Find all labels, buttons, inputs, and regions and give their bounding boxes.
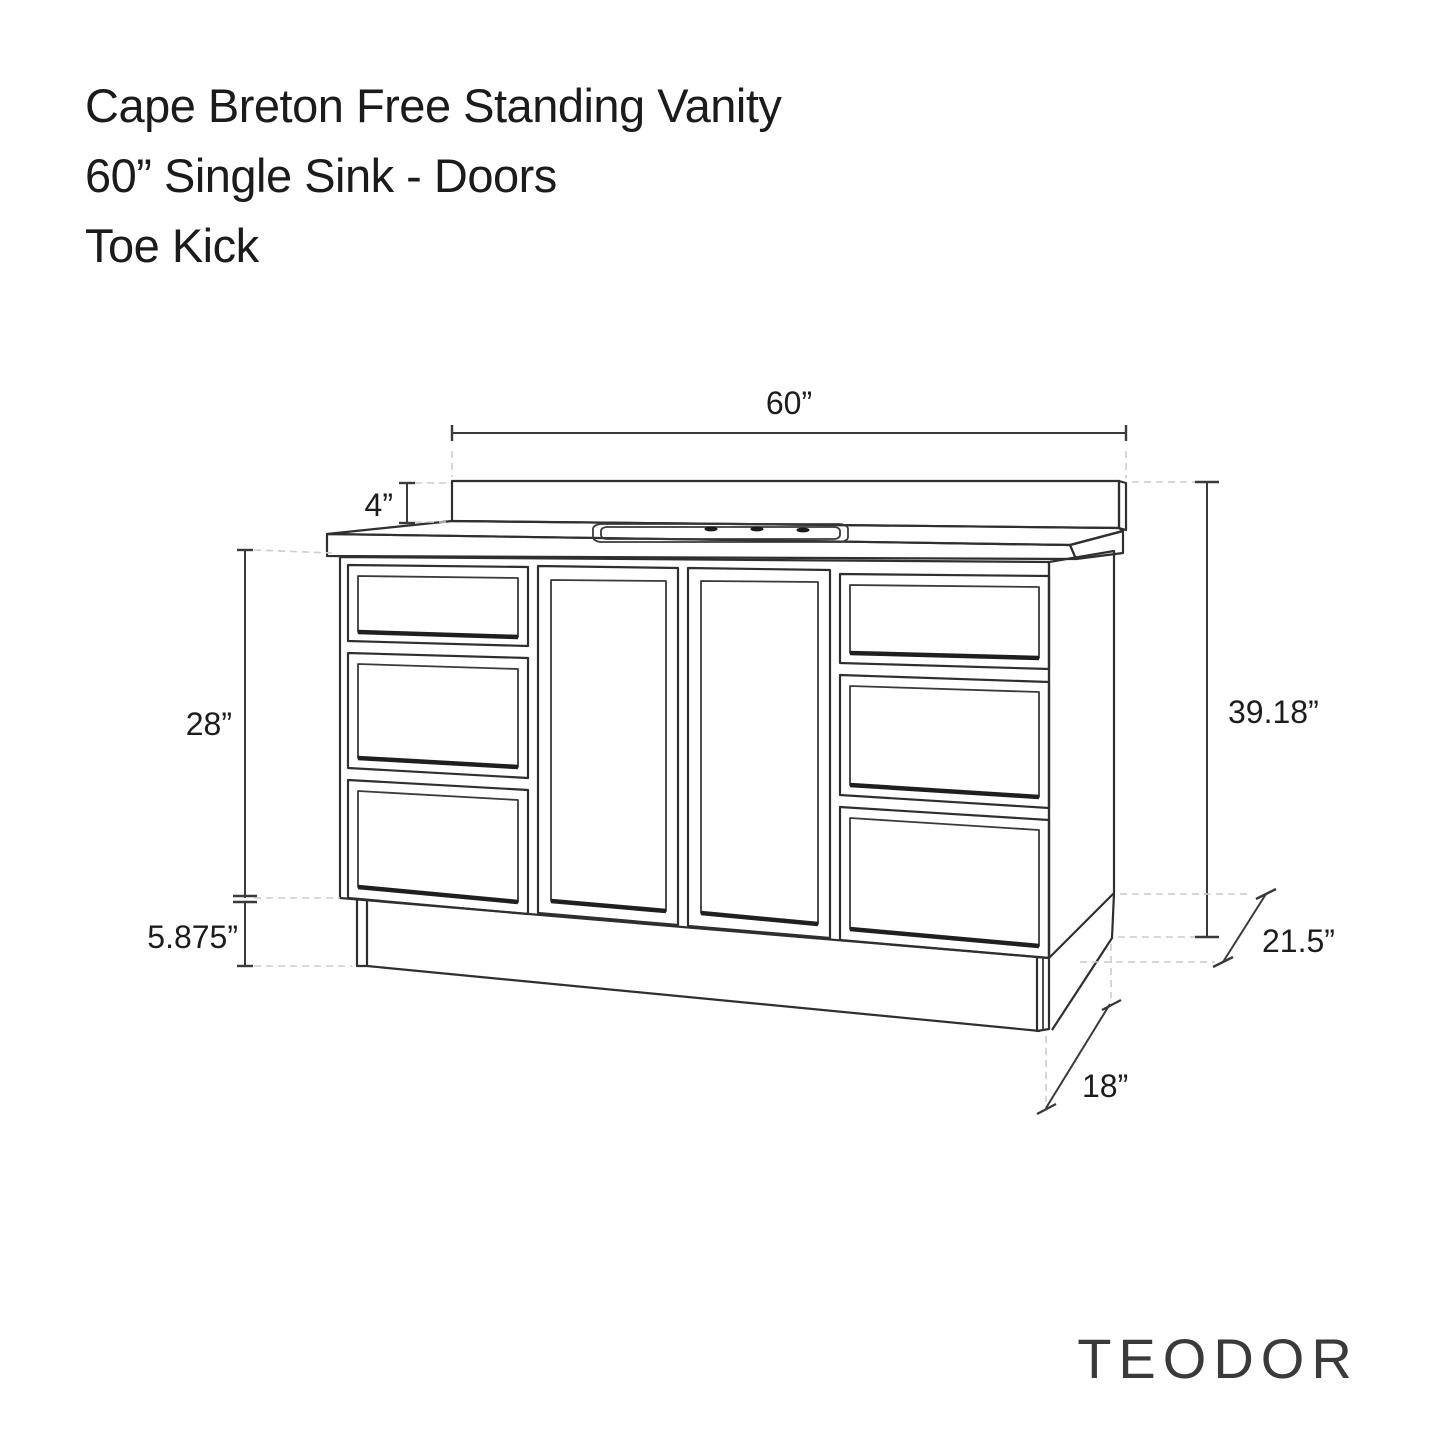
sink-rim-outer xyxy=(592,523,849,543)
dim-backsplash-4: 4” xyxy=(365,481,447,525)
sink xyxy=(592,523,849,543)
dim-label-cabinet-height: 28” xyxy=(186,706,232,742)
vanity-illustration xyxy=(325,479,1128,1033)
toe-kick xyxy=(355,892,1116,1033)
faucet-hole-center xyxy=(750,526,764,532)
drawing-title: Cape Breton Free Standing Vanity 60” Sin… xyxy=(85,79,783,272)
drawer-front xyxy=(838,673,1051,810)
dim-label-toekick-depth: 18” xyxy=(1082,1068,1128,1104)
title-line-1: Cape Breton Free Standing Vanity xyxy=(85,79,782,132)
toe-kick-side-edge xyxy=(1051,892,1116,1031)
dim-toekick-5875: 5.875” xyxy=(147,902,352,968)
dim-total-39: 39.18” xyxy=(1118,480,1319,939)
dim-label-total-height: 39.18” xyxy=(1228,694,1319,730)
faucet-hole-left xyxy=(704,526,718,532)
dim-label-depth: 21.5” xyxy=(1262,923,1335,959)
title-line-2: 60” Single Sink - Doors xyxy=(85,149,557,202)
drawer-stack-left xyxy=(346,563,530,916)
dim-label-toekick-height: 5.875” xyxy=(147,919,238,955)
dim-toekick-depth-18: 18” xyxy=(1036,944,1128,1116)
drawer-front xyxy=(838,572,1051,671)
drawer-front xyxy=(346,651,530,780)
toe-kick-bottom-edge xyxy=(366,964,1041,1033)
door-left xyxy=(536,564,680,927)
door-right xyxy=(686,566,832,940)
dim-width-60: 60” xyxy=(450,385,1128,478)
drawer-stack-right xyxy=(838,572,1051,960)
front-left-leg xyxy=(355,900,369,968)
faucet-hole-right xyxy=(796,527,810,533)
dim-depth-21: 21.5” xyxy=(1080,887,1335,969)
dim-height-28: 28” xyxy=(186,548,340,904)
dim-label-width: 60” xyxy=(766,385,812,421)
drawer-front xyxy=(346,778,530,916)
drawer-front xyxy=(346,563,530,648)
title-line-3: Toe Kick xyxy=(85,219,260,272)
dim-label-backsplash: 4” xyxy=(365,487,393,523)
brand-logo: TEODOR xyxy=(1077,1327,1359,1390)
sink-rim-inner xyxy=(600,526,841,540)
